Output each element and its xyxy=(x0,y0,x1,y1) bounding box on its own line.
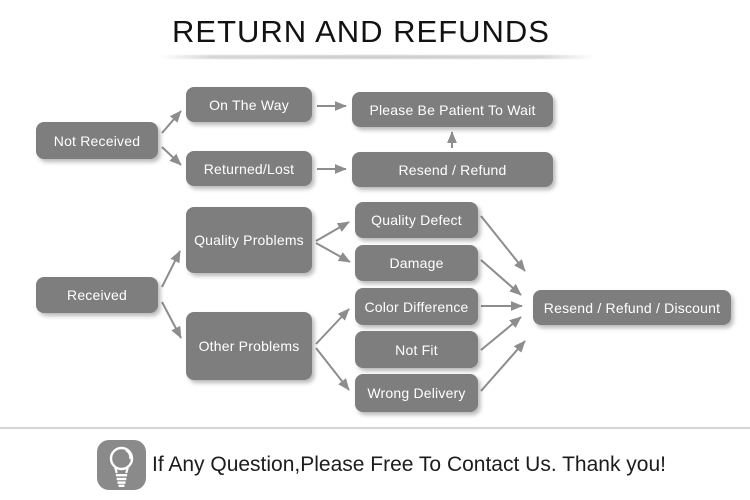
flow-arrow-not-fit-to-discount xyxy=(480,316,522,351)
flow-arrow-damage-to-discount xyxy=(480,259,522,296)
flow-node-other-problems: Other Problems xyxy=(186,312,312,380)
flow-arrow-quality-problems-to-damage xyxy=(315,242,351,263)
flow-arrow-quality-defect-to-discount xyxy=(480,215,526,272)
flow-node-please-be-patient: Please Be Patient To Wait xyxy=(352,92,553,127)
flow-arrow-received-to-other-problems xyxy=(161,301,182,339)
flow-node-returned-lost: Returned/Lost xyxy=(186,151,312,186)
flow-arrow-not-received-to-returned-lost xyxy=(161,146,182,166)
flow-node-not-fit: Not Fit xyxy=(355,331,478,368)
title-underline xyxy=(160,55,594,59)
flow-arrow-quality-problems-to-quality-defect xyxy=(315,221,350,242)
footer-divider xyxy=(0,427,750,429)
light-bulb-icon-background xyxy=(97,440,146,490)
flow-node-quality-defect: Quality Defect xyxy=(355,202,478,238)
flow-node-resend-refund: Resend / Refund xyxy=(352,152,553,187)
flow-node-damage: Damage xyxy=(355,245,478,281)
flow-node-color-difference: Color Difference xyxy=(355,288,478,325)
light-bulb-icon xyxy=(97,440,146,490)
flow-arrow-received-to-quality-problems xyxy=(161,250,181,288)
flow-node-not-received: Not Received xyxy=(36,122,158,159)
flow-arrow-other-problems-to-wrong-delivery xyxy=(315,347,350,391)
flow-node-resend-refund-discount: Resend / Refund / Discount xyxy=(533,290,731,325)
page-title: RETURN AND REFUNDS xyxy=(172,14,550,49)
flow-node-wrong-delivery: Wrong Delivery xyxy=(355,374,478,412)
flow-node-on-the-way: On The Way xyxy=(186,87,312,122)
flow-arrow-not-received-to-on-the-way xyxy=(161,110,182,134)
flow-node-received: Received xyxy=(36,277,158,313)
flow-node-quality-problems: Quality Problems xyxy=(186,207,312,273)
contact-message: If Any Question,Please Free To Contact U… xyxy=(152,453,666,476)
flow-arrow-wrong-delivery-to-discount xyxy=(480,340,526,392)
flow-arrow-other-problems-to-color-difference xyxy=(315,308,350,345)
